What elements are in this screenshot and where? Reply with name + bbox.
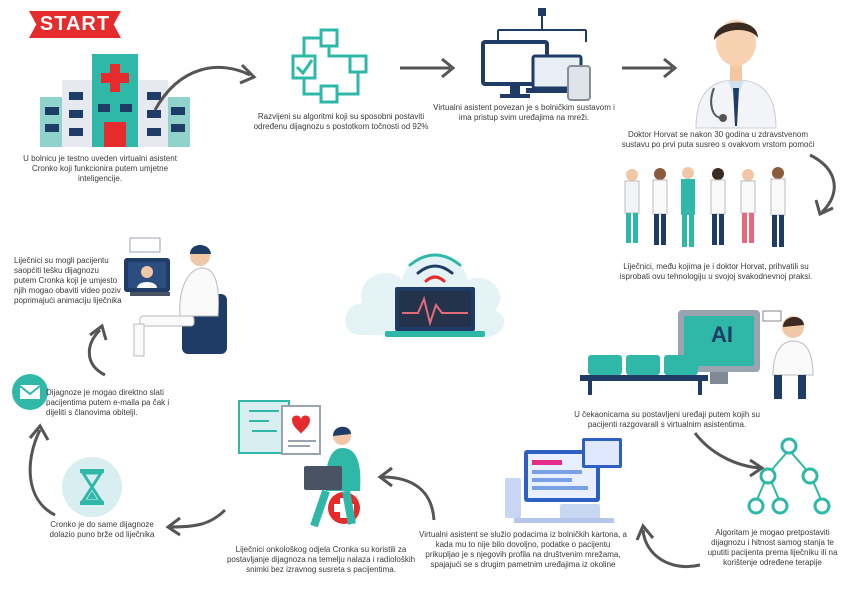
data-dashboard-illustration xyxy=(505,438,622,523)
video-call-illustration xyxy=(124,237,227,357)
flow-arrow xyxy=(165,508,227,537)
flow-arrow xyxy=(809,153,836,217)
hourglass-icon xyxy=(62,457,122,517)
flow-arrow xyxy=(635,523,701,568)
connected-devices-icon xyxy=(481,8,591,101)
algorithm-flowchart-icon xyxy=(291,28,368,104)
hospital-illustration xyxy=(40,54,190,147)
flow-arrow xyxy=(377,466,436,521)
step-8-caption: Virtualni asistent se služio podacima iz… xyxy=(419,530,627,569)
email-icon xyxy=(12,374,48,410)
oncology-doctor-illustration xyxy=(238,400,361,528)
step-6-caption: U čekaonicama su postavljeni uređaji put… xyxy=(574,410,760,429)
step-9-caption: Liječnici onkološkog odjela Cronka su ko… xyxy=(226,545,416,574)
decision-tree-icon xyxy=(747,437,831,515)
flow-arrow xyxy=(400,57,456,79)
ai-cloud-laptop-illustration xyxy=(345,253,505,338)
step-2-caption: Razvijeni su algoritmi koji su sposobni … xyxy=(253,112,429,131)
step-3-caption: Virtualni asistent povezan je s bolnički… xyxy=(433,103,615,122)
doctors-team-illustration xyxy=(624,167,786,247)
step-10-caption: Cronko je do same dijagnoze dolazio puno… xyxy=(49,520,155,539)
step-11-caption: Dijagnoze je mogao direktno slati pacije… xyxy=(46,388,170,417)
step-5-caption: Liječnici, među kojima je i doktor Horva… xyxy=(619,262,813,281)
waiting-room-ai-illustration xyxy=(580,310,814,399)
ai-screen-label: AI xyxy=(711,322,733,347)
flow-arrow xyxy=(622,57,678,79)
flow-arrow xyxy=(28,423,56,517)
step-1-caption: U bolnicu je testno uveden virtualni asi… xyxy=(23,154,177,183)
doctor-illustration xyxy=(695,20,777,129)
flow-arrow xyxy=(153,63,257,111)
step-7-caption: Algoritam je mogao pretpostaviti dijagno… xyxy=(707,528,838,567)
start-banner: START xyxy=(29,11,121,38)
step-4-caption: Doktor Horvat se nakon 30 godina u zdrav… xyxy=(621,130,815,149)
flow-arrow xyxy=(693,432,765,478)
step-12-caption: Liječnici su mogli pacijentu saopćiti te… xyxy=(14,256,122,305)
flow-arrow xyxy=(87,323,108,377)
